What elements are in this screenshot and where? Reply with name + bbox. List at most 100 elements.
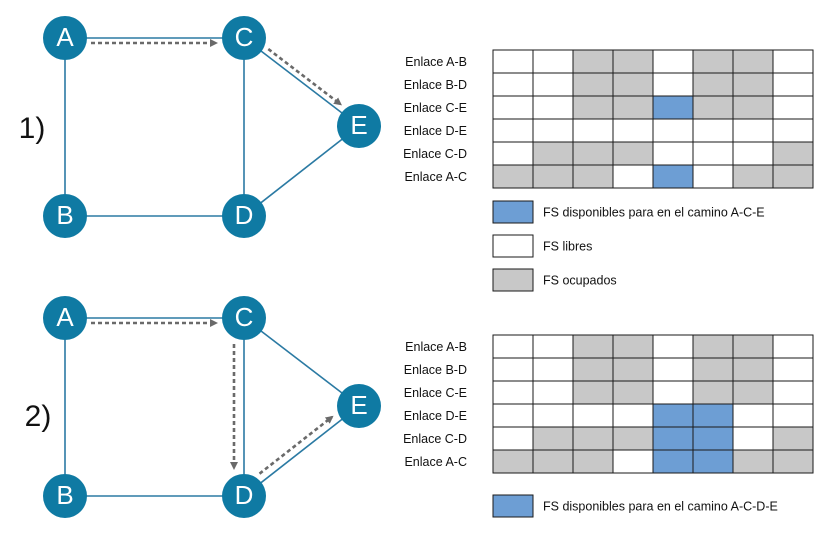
slot-cell-busy bbox=[572, 357, 614, 382]
node-label: E bbox=[350, 110, 367, 140]
path-arrow-C-E bbox=[267, 48, 342, 106]
slot-cell-free bbox=[572, 118, 614, 143]
slot-cell-free bbox=[532, 357, 574, 382]
slot-cell-busy bbox=[612, 49, 654, 74]
legend-swatch-avail bbox=[492, 200, 534, 224]
slot-cell-busy bbox=[772, 164, 814, 189]
edge-C-E bbox=[243, 37, 360, 127]
edge-D-E bbox=[243, 125, 360, 217]
slot-cell-free bbox=[692, 164, 734, 189]
row-label: Enlace A-C bbox=[404, 455, 467, 469]
row-label: Enlace A-C bbox=[404, 170, 467, 184]
slot-cell-free bbox=[572, 403, 614, 428]
slot-cell-free bbox=[532, 49, 574, 74]
slot-cell-free bbox=[652, 357, 694, 382]
legend-item: FS disponibles para en el camino A-C-E bbox=[492, 200, 765, 224]
slot-cell-busy bbox=[572, 164, 614, 189]
slot-cell-free bbox=[732, 426, 774, 451]
slot-cell-free bbox=[772, 380, 814, 405]
slot-cell-busy bbox=[732, 72, 774, 97]
slot-cell-busy bbox=[572, 449, 614, 474]
slot-table: Enlace A-B Enlace B-D Enlace C-E Enlace D-E… bbox=[403, 49, 814, 189]
slot-cell-busy bbox=[612, 334, 654, 359]
row-label: Enlace A-B bbox=[405, 55, 467, 69]
slot-cell-free bbox=[532, 380, 574, 405]
table-row: Enlace C-E bbox=[404, 95, 814, 120]
slot-cell-busy bbox=[572, 49, 614, 74]
legend-label: FS disponibles para en el camino A-C-D-E bbox=[543, 499, 778, 513]
node-c: C bbox=[222, 16, 266, 60]
legend-item: FS ocupados bbox=[492, 268, 617, 292]
slot-cell-busy bbox=[772, 426, 814, 451]
slot-cell-free bbox=[652, 334, 694, 359]
slot-cell-free bbox=[532, 334, 574, 359]
row-label: Enlace C-E bbox=[404, 101, 467, 115]
slot-cell-free bbox=[492, 72, 534, 97]
slot-cell-free bbox=[492, 403, 534, 428]
legend-item: FS libres bbox=[492, 234, 592, 258]
node-label: B bbox=[56, 200, 73, 230]
slot-cell-free bbox=[772, 95, 814, 120]
slot-cell-busy bbox=[732, 449, 774, 474]
row-label: Enlace C-D bbox=[403, 432, 467, 446]
slot-cell-free bbox=[692, 118, 734, 143]
slot-cell-avail bbox=[652, 95, 694, 120]
slot-cell-free bbox=[492, 334, 534, 359]
slot-cell-busy bbox=[492, 449, 534, 474]
slot-cell-busy bbox=[732, 357, 774, 382]
node-d: D bbox=[222, 474, 266, 518]
node-circle bbox=[222, 296, 266, 340]
node-b: B bbox=[43, 474, 87, 518]
slot-cell-busy bbox=[732, 380, 774, 405]
slot-cell-busy bbox=[612, 141, 654, 166]
row-label: Enlace D-E bbox=[404, 124, 467, 138]
node-circle bbox=[43, 16, 87, 60]
row-label: Enlace C-D bbox=[403, 147, 467, 161]
slot-cell-free bbox=[492, 380, 534, 405]
slot-cell-busy bbox=[572, 141, 614, 166]
node-label: B bbox=[56, 480, 73, 510]
node-circle bbox=[222, 474, 266, 518]
panel-index-label: 1) bbox=[19, 112, 46, 145]
slot-cell-avail bbox=[652, 426, 694, 451]
slot-cell-busy bbox=[692, 380, 734, 405]
table-row: Enlace B-D bbox=[404, 357, 814, 382]
slot-cell-avail bbox=[652, 164, 694, 189]
slot-cell-busy bbox=[732, 95, 774, 120]
path-arrow-D-E bbox=[258, 415, 334, 475]
slot-cell-busy bbox=[732, 164, 774, 189]
slot-cell-free bbox=[652, 49, 694, 74]
table-row: Enlace B-D bbox=[404, 72, 814, 97]
table-row: Enlace A-C bbox=[404, 449, 814, 474]
node-circle bbox=[222, 16, 266, 60]
node-label: A bbox=[56, 302, 74, 332]
slot-cell-free bbox=[772, 118, 814, 143]
slot-cell-avail bbox=[652, 449, 694, 474]
node-b: B bbox=[43, 194, 87, 238]
node-circle bbox=[222, 194, 266, 238]
edge-D-E bbox=[243, 405, 360, 497]
slot-cell-free bbox=[492, 118, 534, 143]
slot-cell-avail bbox=[652, 403, 694, 428]
slot-cell-free bbox=[492, 426, 534, 451]
slot-cell-busy bbox=[612, 357, 654, 382]
table-row: Enlace D-E bbox=[404, 403, 814, 428]
node-a: A bbox=[43, 296, 87, 340]
slot-cell-busy bbox=[692, 72, 734, 97]
row-label: Enlace D-E bbox=[404, 409, 467, 423]
node-label: C bbox=[235, 302, 254, 332]
slot-cell-free bbox=[532, 403, 574, 428]
slot-cell-busy bbox=[612, 426, 654, 451]
slot-cell-free bbox=[772, 357, 814, 382]
legend-swatch-busy bbox=[492, 268, 534, 292]
slot-cell-busy bbox=[692, 49, 734, 74]
slot-cell-free bbox=[772, 334, 814, 359]
node-label: E bbox=[350, 390, 367, 420]
legend-swatch-free bbox=[492, 234, 534, 258]
slot-cell-avail bbox=[692, 449, 734, 474]
slot-cell-free bbox=[652, 380, 694, 405]
table-row: Enlace A-B bbox=[405, 49, 814, 74]
